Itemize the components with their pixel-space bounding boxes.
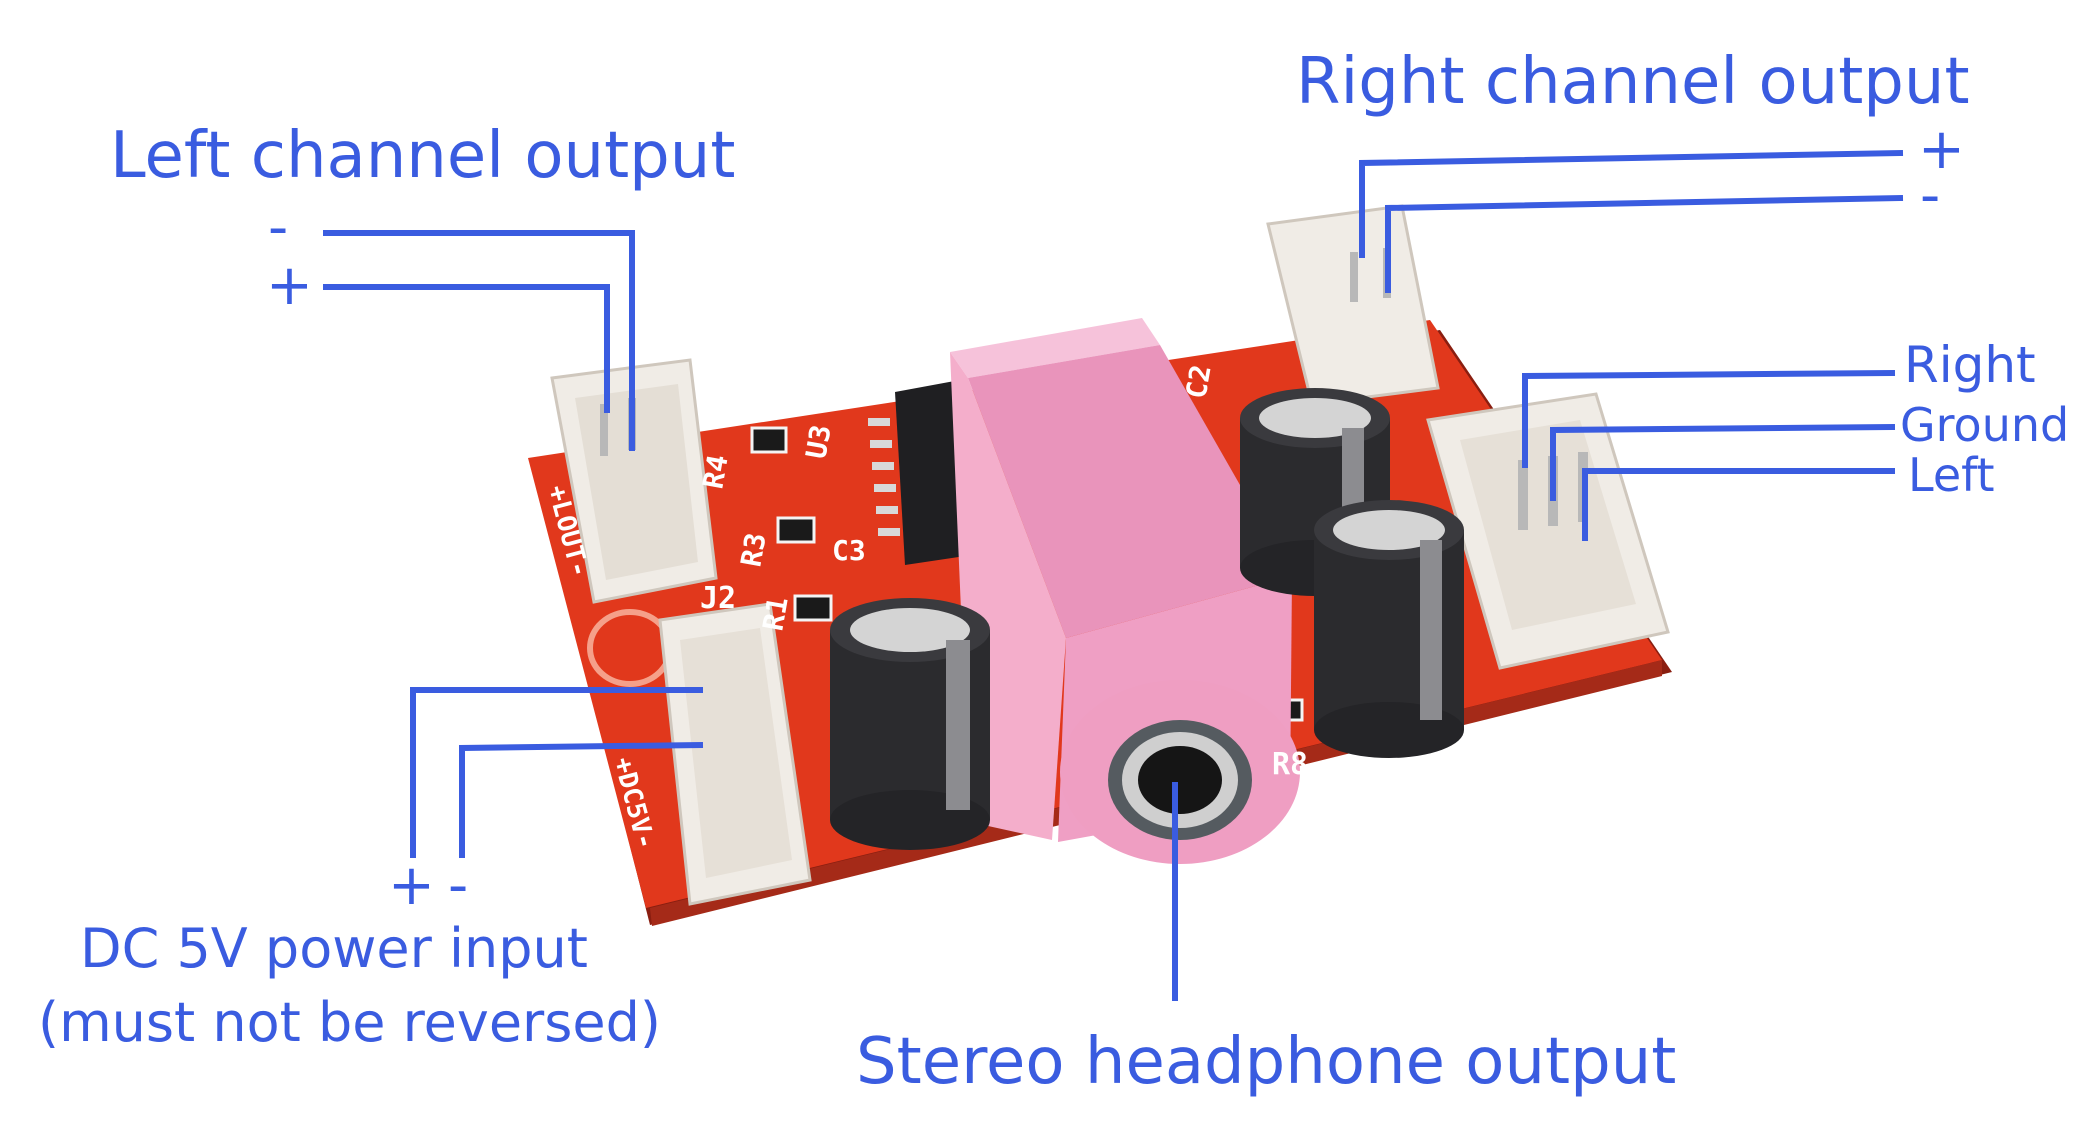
- input-ground-label: Ground: [1900, 398, 2070, 452]
- dc-power-input-label: DC 5V power input: [80, 917, 588, 980]
- silk-j2: J2: [700, 581, 736, 616]
- leader-power-plus: [410, 687, 703, 858]
- left-channel-output-title: Left channel output: [110, 119, 736, 193]
- capacitor-icon: [830, 598, 990, 850]
- input-right-label: Right: [1904, 336, 2036, 394]
- right-output-minus-label: -: [1920, 163, 1941, 228]
- leader-lines: [323, 149, 1904, 1001]
- leader-power-minus: [459, 741, 704, 858]
- silk-c3: C3: [832, 534, 866, 567]
- connector-icon: [550, 358, 718, 604]
- leader-left-minus: [323, 230, 635, 451]
- leader-input-ground: [1550, 423, 1896, 501]
- stereo-headphone-output-label: Stereo headphone output: [856, 1025, 1677, 1099]
- silk-u3: U3: [799, 422, 837, 461]
- leader-right-plus: [1359, 149, 1904, 258]
- connector-icon: [658, 602, 812, 906]
- capacitor-icon: [1314, 500, 1464, 758]
- silk-r8: R8: [1272, 747, 1308, 782]
- input-left-label: Left: [1908, 448, 1995, 502]
- ic-chip-icon: [868, 380, 972, 565]
- leader-right-minus: [1385, 194, 1904, 293]
- silk-r1: R1: [756, 594, 794, 633]
- right-channel-output-title: Right channel output: [1296, 45, 1970, 119]
- power-minus-label: -: [448, 853, 469, 918]
- dc-power-warning-label: (must not be reversed): [38, 991, 661, 1054]
- left-output-plus-label: +: [266, 253, 313, 318]
- leader-input-left: [1582, 468, 1895, 541]
- leader-left-plus: [323, 284, 610, 413]
- silk-r3: R3: [734, 530, 772, 569]
- silk-r4: R4: [696, 452, 734, 491]
- left-output-minus-label: -: [268, 195, 289, 260]
- power-plus-label: +: [388, 853, 435, 918]
- silk-c2: C2: [1179, 362, 1217, 401]
- leader-input-right: [1522, 369, 1896, 468]
- right-output-plus-label: +: [1918, 117, 1965, 182]
